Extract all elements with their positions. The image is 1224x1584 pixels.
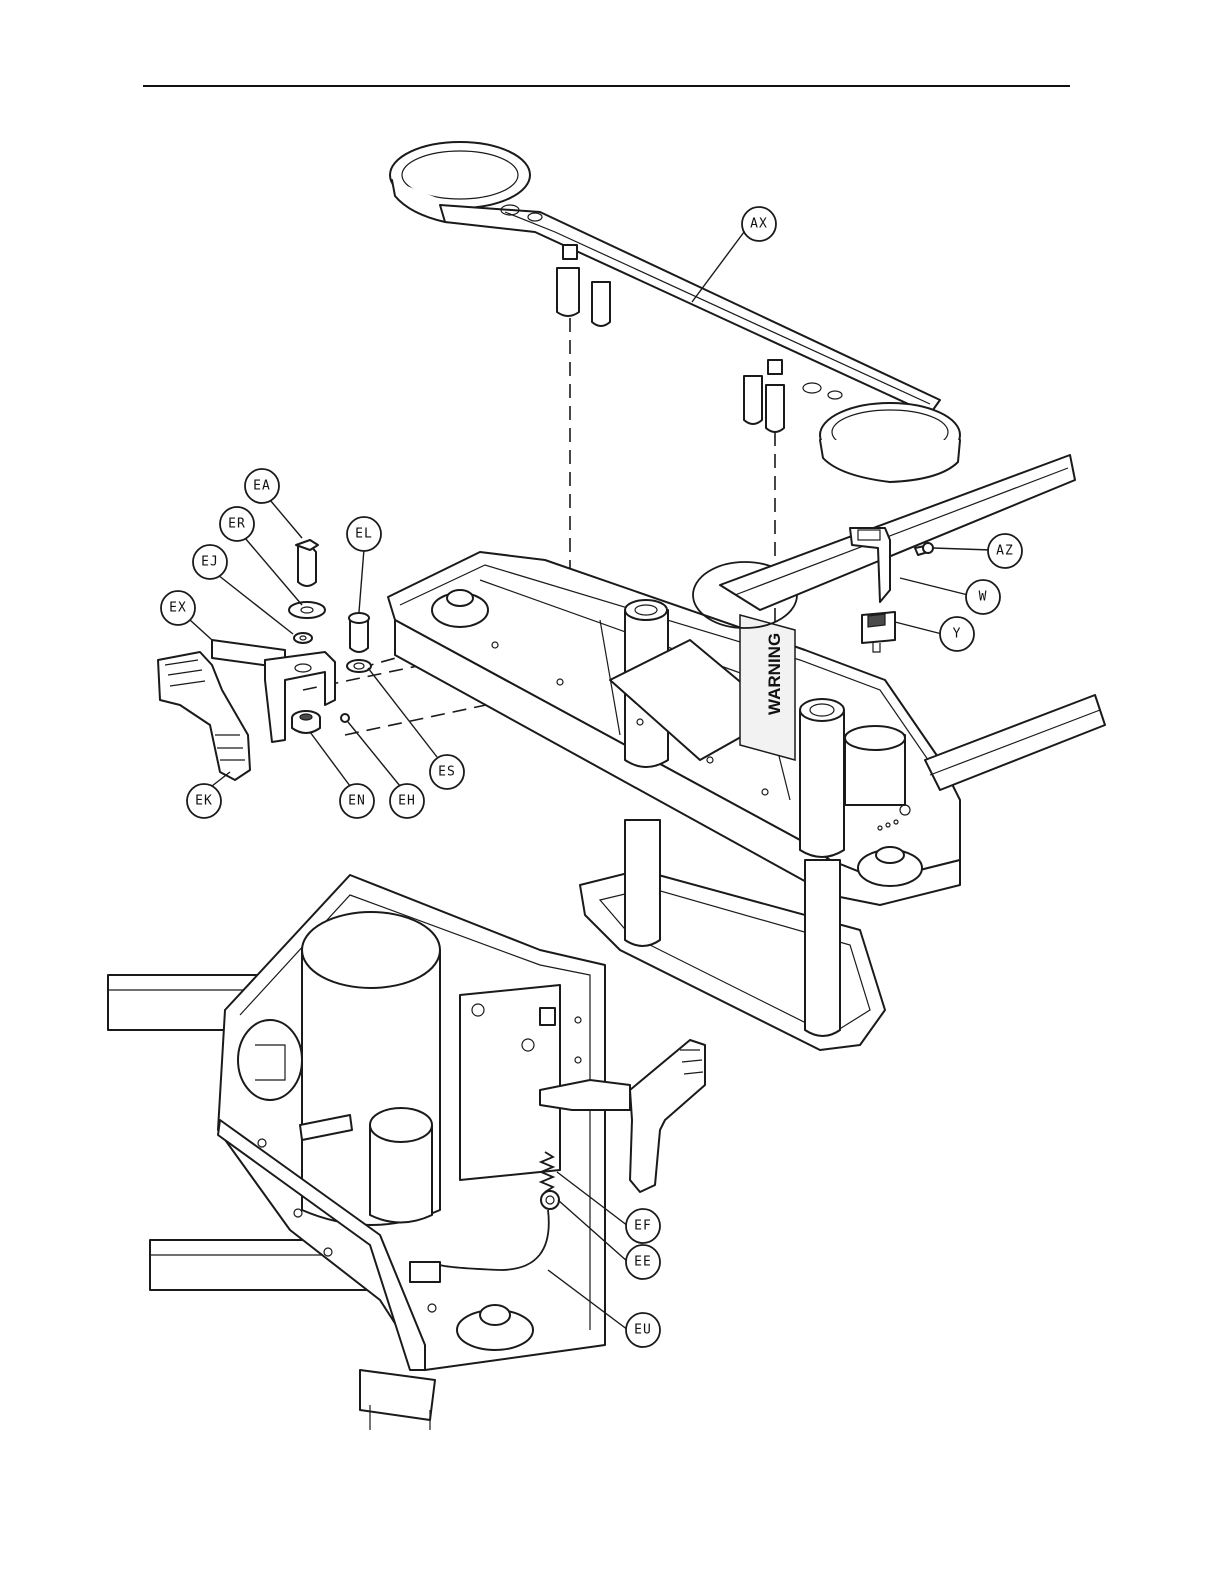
callout-ej: EJ [193, 545, 227, 579]
svg-text:Y: Y [953, 627, 962, 642]
svg-text:ES: ES [438, 765, 456, 780]
release-lever-parts [158, 540, 371, 780]
callout-ax: AX [742, 207, 776, 241]
svg-text:EX: EX [169, 601, 187, 616]
callout-w: W [966, 580, 1000, 614]
svg-text:EL: EL [355, 527, 373, 542]
callout-ea: EA [245, 469, 279, 503]
svg-text:ER: ER [228, 517, 246, 532]
callout-en: EN [340, 784, 374, 818]
callout-ee: EE [626, 1245, 660, 1279]
svg-text:W: W [979, 590, 988, 605]
svg-text:EN: EN [348, 794, 366, 809]
callout-ek: EK [187, 784, 221, 818]
callout-er: ER [220, 507, 254, 541]
callout-ex: EX [161, 591, 195, 625]
callout-y: Y [940, 617, 974, 651]
svg-text:EK: EK [195, 794, 213, 809]
svg-text:EU: EU [634, 1323, 652, 1338]
svg-text:AX: AX [750, 217, 768, 232]
callout-ef: EF [626, 1209, 660, 1243]
callout-el: EL [347, 517, 381, 551]
svg-text:EE: EE [634, 1255, 652, 1270]
lower-detail-view [108, 875, 705, 1430]
callout-eh: EH [390, 784, 424, 818]
svg-text:EJ: EJ [201, 555, 219, 570]
callout-es: ES [430, 755, 464, 789]
callout-eu: EU [626, 1313, 660, 1347]
handle-arm-assembly [390, 142, 960, 482]
svg-text:AZ: AZ [996, 544, 1014, 559]
callout-az: AZ [988, 534, 1022, 568]
svg-text:EA: EA [253, 479, 271, 494]
svg-text:EH: EH [398, 794, 416, 809]
svg-text:EF: EF [634, 1219, 652, 1234]
base-frame: WARNING [388, 552, 960, 905]
warning-label: WARNING [765, 633, 784, 715]
